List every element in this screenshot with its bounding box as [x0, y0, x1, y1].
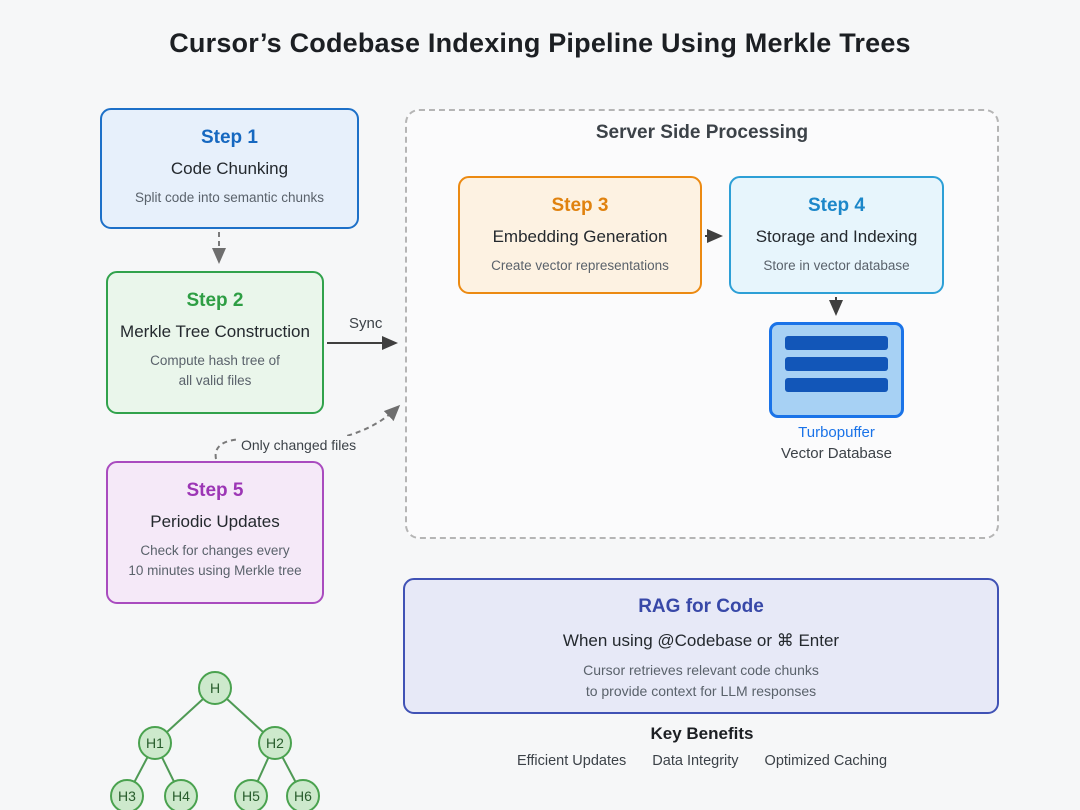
step2-desc-line1: Compute hash tree of	[150, 353, 280, 368]
step2-label: Step 2	[186, 290, 244, 311]
step5-box: Step 5 Periodic Updates Check for change…	[106, 461, 324, 604]
tree-node-h2: H2	[258, 726, 292, 760]
step5-title: Periodic Updates	[150, 512, 280, 531]
step4-label: Step 4	[807, 195, 866, 216]
database-bar	[785, 336, 888, 350]
benefit-item: Data Integrity	[652, 753, 739, 769]
step3-box: Step 3 Embedding Generation Create vecto…	[458, 176, 702, 294]
only-changed-files-label: Only changed files	[236, 436, 362, 454]
benefit-item: Optimized Caching	[764, 753, 888, 769]
database-icon	[769, 322, 904, 418]
tree-node-h: H	[198, 671, 232, 705]
tree-node-h4: H4	[164, 779, 198, 810]
step1-title: Code Chunking	[170, 159, 289, 178]
step1-box: Step 1 Code Chunking Split code into sem…	[100, 108, 359, 229]
server-panel	[405, 109, 999, 539]
rag-desc-line2: to provide context for LLM responses	[585, 683, 817, 699]
step2-desc: Compute hash tree of all valid files	[108, 351, 322, 390]
tree-node-h6: H6	[286, 779, 320, 810]
step3-title: Embedding Generation	[492, 227, 668, 246]
page-title: Cursor’s Codebase Indexing Pipeline Usin…	[169, 28, 911, 58]
step5-desc-line2: 10 minutes using Merkle tree	[128, 562, 302, 578]
step3-label: Step 3	[551, 195, 609, 216]
rag-desc-line1: Cursor retrieves relevant code chunks	[583, 662, 819, 678]
sync-edge-label: Sync	[344, 314, 388, 333]
step1-label: Step 1	[200, 127, 259, 148]
tree-node-h1: H1	[138, 726, 172, 760]
benefit-item: Efficient Updates	[516, 753, 627, 769]
step2-title: Merkle Tree Construction	[120, 322, 310, 341]
rag-title: RAG for Code	[638, 596, 764, 617]
step2-desc-line2: all valid files	[178, 372, 252, 388]
step3-desc: Create vector representations	[491, 258, 669, 273]
step4-box: Step 4 Storage and Indexing Store in vec…	[729, 176, 944, 294]
step2-box: Step 2 Merkle Tree Construction Compute …	[106, 271, 324, 414]
database-name: Turbopuffer	[798, 424, 875, 441]
key-benefits-row: Efficient Updates Data Integrity Optimiz…	[405, 753, 999, 769]
rag-subtitle: When using @Codebase or ⌘ Enter	[562, 631, 840, 650]
rag-box: RAG for Code When using @Codebase or ⌘ E…	[403, 578, 999, 714]
step1-desc: Split code into semantic chunks	[134, 190, 325, 205]
step5-desc: Check for changes every 10 minutes using…	[108, 541, 322, 580]
rag-desc: Cursor retrieves relevant code chunks to…	[405, 660, 997, 702]
database-bar	[785, 378, 888, 392]
step5-desc-line1: Check for changes every	[140, 543, 290, 558]
key-benefits-title: Key Benefits	[650, 724, 754, 743]
database-type: Vector Database	[781, 445, 892, 462]
tree-node-h3: H3	[110, 779, 144, 810]
step4-title: Storage and Indexing	[755, 227, 918, 246]
tree-node-h5: H5	[234, 779, 268, 810]
server-panel-title: Server Side Processing	[595, 122, 809, 143]
database-bar	[785, 357, 888, 371]
step5-label: Step 5	[186, 480, 244, 501]
step4-desc: Store in vector database	[763, 258, 910, 273]
